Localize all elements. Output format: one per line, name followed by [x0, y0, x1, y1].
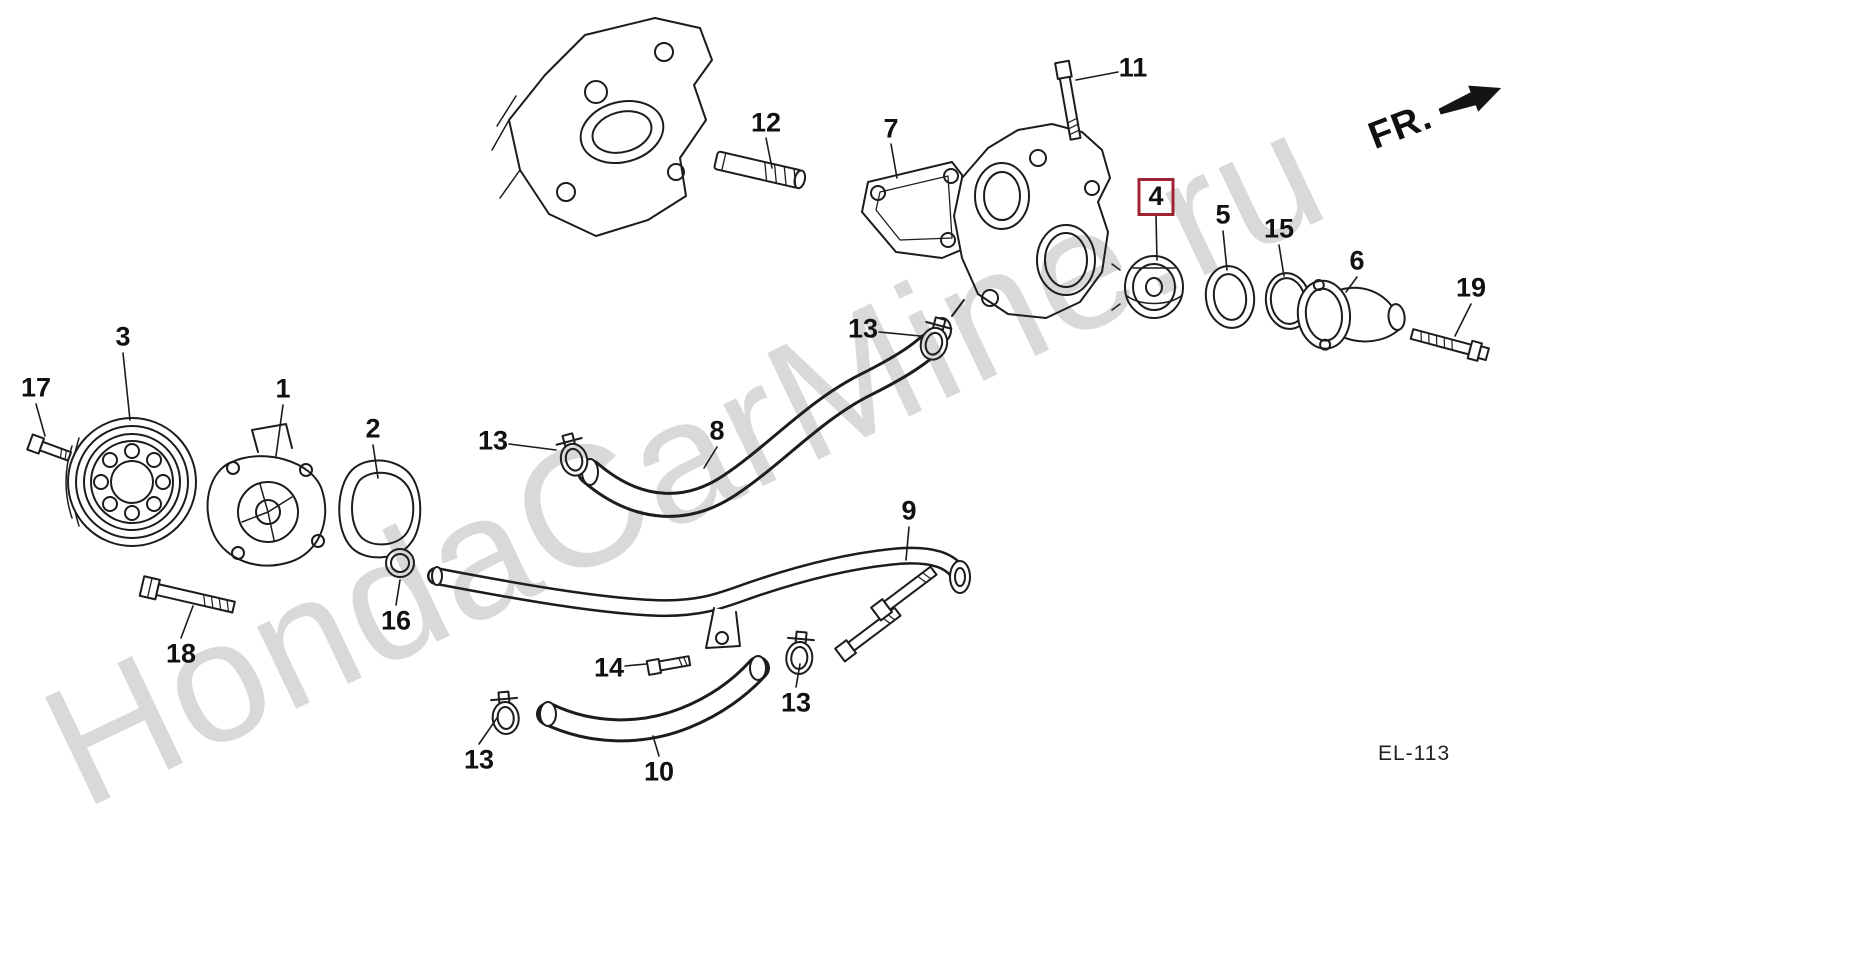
gasket-2-shape	[338, 459, 422, 559]
part-callout-12[interactable]: 12	[750, 107, 782, 138]
bolt-shape	[834, 606, 902, 663]
front-arrow-icon	[1438, 85, 1502, 114]
bolt-17-shape	[26, 433, 73, 462]
bolt-14-shape	[645, 655, 692, 676]
part-callout-16[interactable]: 16	[380, 605, 412, 636]
part-callout-9[interactable]: 9	[901, 495, 917, 526]
part-callout-19[interactable]: 19	[1455, 272, 1487, 303]
hose-10-shape	[536, 655, 770, 743]
part-callout-7[interactable]: 7	[883, 113, 899, 144]
part-callout-10[interactable]: 10	[643, 756, 675, 787]
part-callout-11[interactable]: 11	[1118, 52, 1148, 83]
part-callout-13-d[interactable]: 13	[463, 744, 495, 775]
thermostat-shape	[1111, 255, 1184, 319]
pulley-shape	[65, 417, 197, 547]
bolt-11-shape	[1054, 59, 1082, 141]
part-callout-4-highlighted[interactable]: 4	[1137, 178, 1175, 216]
front-direction-indicator: FR.	[1363, 68, 1509, 158]
water-pump-shape	[206, 423, 327, 567]
bolt-12-shape	[713, 150, 807, 190]
thermostat-housing-shape	[932, 123, 1111, 343]
clamp-13-shape	[490, 690, 520, 735]
part-callout-15[interactable]: 15	[1263, 213, 1295, 244]
clamp-13-shape	[555, 432, 589, 477]
bolt-18-shape	[138, 575, 236, 614]
part-callout-13-c[interactable]: 13	[780, 687, 812, 718]
oring-16-shape	[385, 548, 415, 578]
engine-bracket-shape	[491, 17, 713, 237]
clamp-13-shape	[785, 630, 815, 675]
part-callout-13-a[interactable]: 13	[477, 425, 509, 456]
callout-leader-lines	[35, 71, 1472, 757]
gasket-5-shape	[1204, 265, 1256, 329]
part-callout-18[interactable]: 18	[165, 638, 197, 669]
part-callout-13-b[interactable]: 13	[847, 313, 879, 344]
part-callout-3[interactable]: 3	[115, 321, 131, 352]
part-callout-5[interactable]: 5	[1215, 199, 1231, 230]
part-callout-1[interactable]: 1	[275, 373, 291, 404]
part-callout-8[interactable]: 8	[709, 415, 725, 446]
water-outlet-shape	[1296, 279, 1406, 351]
bracket-7-shape	[861, 161, 967, 259]
part-callout-14[interactable]: 14	[593, 652, 625, 683]
part-callout-6[interactable]: 6	[1349, 245, 1365, 276]
bolt-19-shape	[1409, 328, 1490, 362]
hose-8-shape	[577, 332, 941, 518]
diagram-page-code: EL-113	[1378, 742, 1451, 765]
bolt-shape	[870, 565, 938, 622]
part-callout-17[interactable]: 17	[20, 372, 52, 403]
part-callout-2[interactable]: 2	[365, 413, 381, 444]
pipe-9-shape	[427, 546, 971, 649]
clamp-13-shape	[919, 316, 953, 361]
